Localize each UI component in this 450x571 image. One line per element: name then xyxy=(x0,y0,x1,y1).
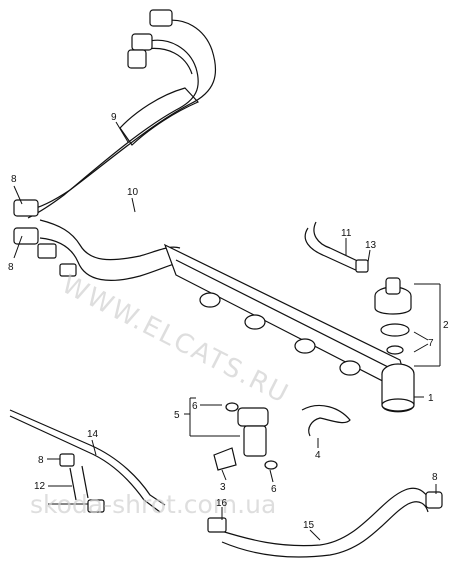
callout-14: 14 xyxy=(87,429,99,440)
callout-7: 7 xyxy=(428,338,434,349)
hose-14 xyxy=(9,409,166,513)
callout-6-upper: 6 xyxy=(192,401,198,412)
callout-1: 1 xyxy=(428,393,434,404)
callout-13: 13 xyxy=(365,240,377,251)
callout-9: 9 xyxy=(111,112,117,123)
callout-11: 11 xyxy=(341,228,352,239)
hose-connections-left xyxy=(13,199,186,281)
hose-15 xyxy=(207,487,443,558)
callout-8-right: 8 xyxy=(432,472,438,483)
watermark-skoda-shrot: skoda-shrot.com.ua xyxy=(30,490,276,519)
callout-8-mid: 8 xyxy=(8,262,14,273)
callout-5: 5 xyxy=(174,410,180,421)
callout-8-lower-left: 8 xyxy=(38,455,44,466)
callout-2: 2 xyxy=(443,320,449,331)
injector-5 xyxy=(213,402,351,471)
leader-lines xyxy=(13,121,441,541)
callout-16: 16 xyxy=(216,498,228,509)
callout-12: 12 xyxy=(34,481,46,492)
callout-10: 10 xyxy=(127,187,139,198)
callout-4: 4 xyxy=(315,450,321,461)
callout-8-top: 8 xyxy=(11,174,17,185)
callout-6-lower: 6 xyxy=(271,484,277,495)
hose-9 xyxy=(27,9,217,219)
callout-15: 15 xyxy=(303,520,315,531)
hose-12 xyxy=(69,465,89,501)
fuel-rail-1 xyxy=(163,243,415,413)
callout-3: 3 xyxy=(220,482,226,493)
hose-11 xyxy=(304,221,369,273)
pressure-regulator-2 xyxy=(374,277,412,355)
